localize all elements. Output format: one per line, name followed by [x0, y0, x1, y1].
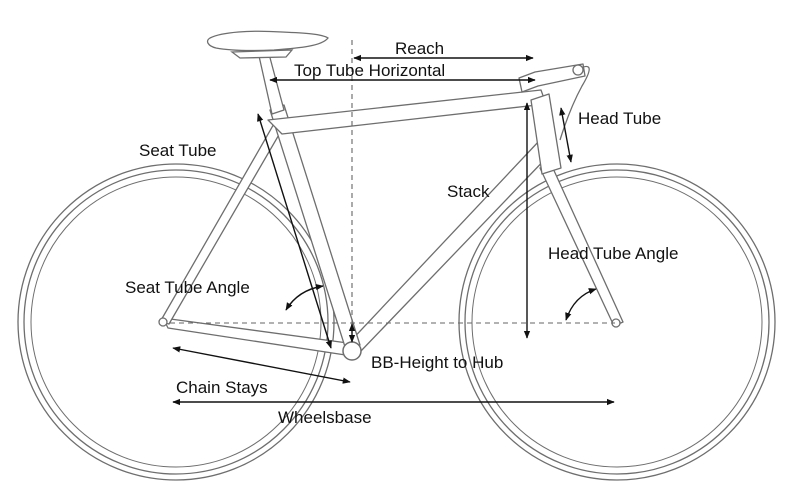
label-top-tube-horizontal: Top Tube Horizontal — [294, 61, 445, 80]
chain-stay-tube — [162, 317, 356, 357]
label-stack: Stack — [447, 182, 490, 201]
saddle — [206, 30, 329, 59]
head-tube-angle-arc — [565, 288, 597, 321]
chain-stays-arrow — [172, 346, 351, 384]
reference-lines — [170, 40, 615, 340]
label-seat-tube-angle: Seat Tube Angle — [125, 278, 250, 297]
top-tube — [267, 89, 547, 135]
stem — [518, 63, 586, 93]
front-wheel — [458, 163, 776, 481]
label-chain-stays: Chain Stays — [176, 378, 268, 397]
label-wheelsbase: Wheelsbase — [278, 408, 372, 427]
labels: Reach Top Tube Horizontal Head Tube Seat… — [125, 39, 678, 427]
bike-frame — [158, 53, 624, 361]
label-seat-tube: Seat Tube — [139, 141, 217, 160]
label-bb-height-to-hub: BB-Height to Hub — [371, 353, 503, 372]
measurement-arrows — [172, 54, 615, 406]
head-tube-shape — [530, 93, 562, 175]
label-reach: Reach — [395, 39, 444, 58]
head-tube-arrow — [559, 107, 573, 163]
label-head-tube-angle: Head Tube Angle — [548, 244, 678, 263]
seat-tube-angle-arc — [285, 283, 324, 311]
seat-post — [258, 53, 285, 115]
down-tube — [345, 139, 553, 353]
bottom-bracket — [342, 341, 362, 361]
seat-tube-shape — [269, 104, 361, 351]
label-head-tube: Head Tube — [578, 109, 661, 128]
